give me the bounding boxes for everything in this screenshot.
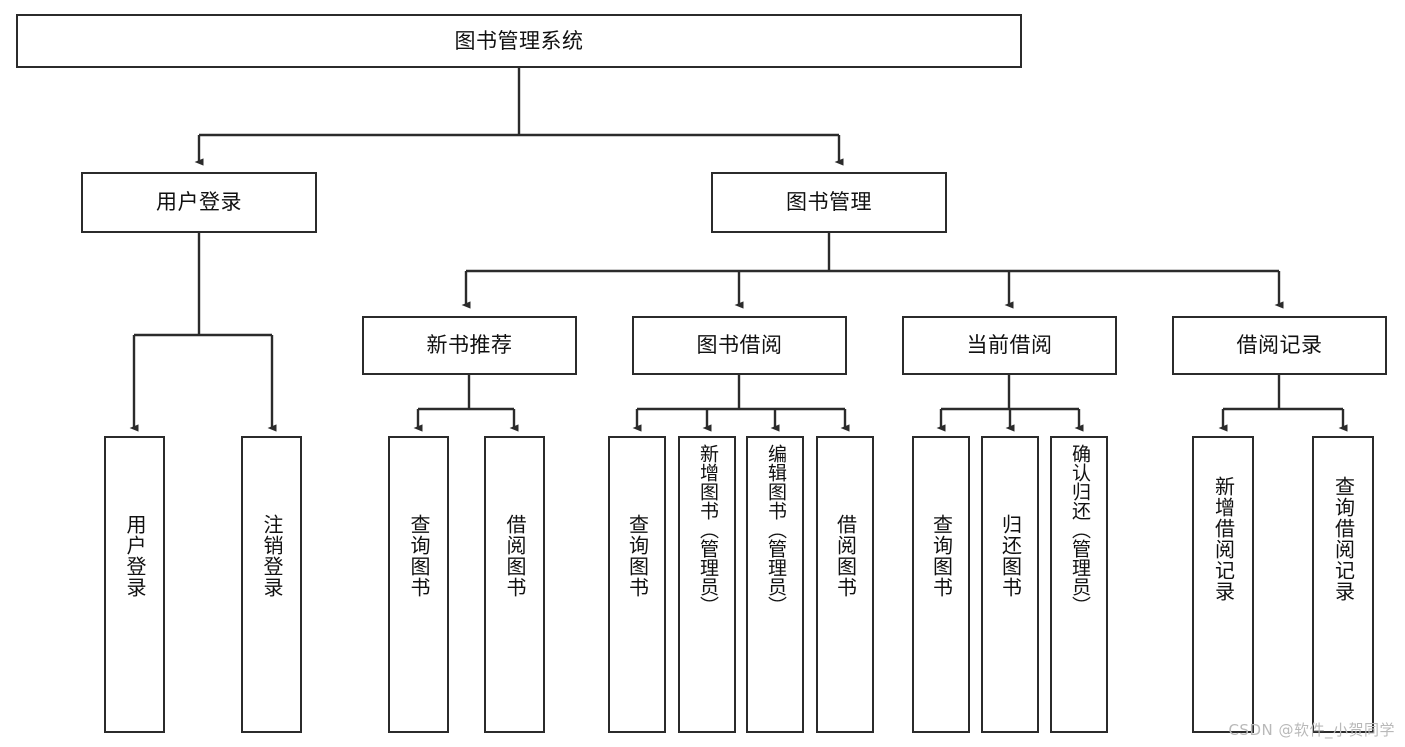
node-leaf-logout-login-label: 注销登录: [260, 514, 284, 598]
node-leaf-borrow-book-2-label: 借阅图书: [833, 514, 858, 598]
node-leaf-query-book-1-label: 查询图书: [407, 514, 431, 598]
node-current-borrow[interactable]: 当前借阅: [902, 316, 1117, 375]
node-book-borrow[interactable]: 图书借阅: [632, 316, 847, 375]
node-leaf-edit-book-admin-label: 编辑图书（管理员）: [764, 444, 787, 615]
node-borrow-record[interactable]: 借阅记录: [1172, 316, 1387, 375]
node-book-manage[interactable]: 图书管理: [711, 172, 947, 233]
node-leaf-user-login-label: 用户登录: [123, 514, 147, 598]
node-leaf-query-book-2[interactable]: 查询图书: [608, 436, 666, 733]
node-leaf-query-borrow-record[interactable]: 查询借阅记录: [1312, 436, 1374, 733]
node-user-login-label: 用户登录: [156, 190, 242, 215]
node-leaf-edit-book-admin[interactable]: 编辑图书（管理员）: [746, 436, 804, 733]
node-leaf-return-book-label: 归还图书: [998, 514, 1023, 598]
node-leaf-confirm-return-admin-label: 确认归还（管理员）: [1068, 444, 1091, 615]
node-leaf-add-book-admin[interactable]: 新增图书（管理员）: [678, 436, 736, 733]
node-leaf-query-book-1[interactable]: 查询图书: [388, 436, 449, 733]
node-leaf-user-login[interactable]: 用户登录: [104, 436, 165, 733]
node-leaf-query-book-3-label: 查询图书: [929, 514, 954, 598]
node-leaf-add-book-admin-label: 新增图书（管理员）: [696, 444, 719, 615]
node-leaf-return-book[interactable]: 归还图书: [981, 436, 1039, 733]
node-current-borrow-label: 当前借阅: [966, 333, 1053, 358]
node-leaf-borrow-book-1[interactable]: 借阅图书: [484, 436, 545, 733]
node-root[interactable]: 图书管理系统: [16, 14, 1022, 68]
node-book-manage-label: 图书管理: [786, 190, 872, 215]
node-leaf-add-borrow-record-label: 新增借阅记录: [1211, 476, 1236, 602]
node-leaf-query-book-3[interactable]: 查询图书: [912, 436, 970, 733]
node-leaf-add-borrow-record[interactable]: 新增借阅记录: [1192, 436, 1254, 733]
node-leaf-borrow-book-1-label: 借阅图书: [503, 514, 527, 598]
node-leaf-borrow-book-2[interactable]: 借阅图书: [816, 436, 874, 733]
node-leaf-logout-login[interactable]: 注销登录: [241, 436, 302, 733]
node-leaf-confirm-return-admin[interactable]: 确认归还（管理员）: [1050, 436, 1108, 733]
node-root-label: 图书管理系统: [454, 28, 584, 53]
node-leaf-query-borrow-record-label: 查询借阅记录: [1331, 476, 1356, 602]
node-user-login[interactable]: 用户登录: [81, 172, 317, 233]
node-book-borrow-label: 图书借阅: [696, 333, 783, 358]
node-leaf-query-book-2-label: 查询图书: [625, 514, 650, 598]
node-new-book-recommend-label: 新书推荐: [426, 333, 513, 358]
node-borrow-record-label: 借阅记录: [1236, 333, 1323, 358]
node-new-book-recommend[interactable]: 新书推荐: [362, 316, 577, 375]
